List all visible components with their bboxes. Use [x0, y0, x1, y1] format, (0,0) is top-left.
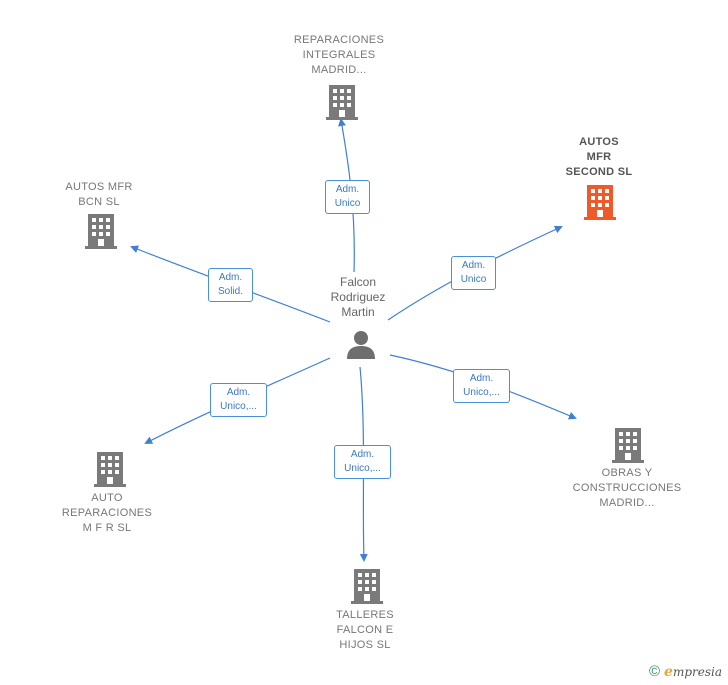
edge-label-autos-mfr-bcn[interactable]: Adm. Solid.: [208, 268, 253, 302]
person-icon[interactable]: [345, 329, 377, 359]
node-label-obras[interactable]: OBRAS Y CONSTRUCCIONES MADRID...: [572, 467, 682, 509]
building-icon-reparaciones[interactable]: [325, 84, 359, 120]
empresia-logo: empresia: [664, 663, 722, 680]
node-label-autos-mfr-second[interactable]: AUTOS MFR SECOND SL: [565, 136, 633, 178]
edge-label-reparaciones[interactable]: Adm. Unico: [325, 180, 370, 214]
building-icon-obras[interactable]: [611, 427, 645, 463]
empresia-watermark: © empresia: [649, 663, 722, 680]
building-icon-auto-reparaciones[interactable]: [93, 451, 127, 487]
edge-label-auto-reparaciones[interactable]: Adm. Unico,...: [210, 383, 267, 417]
edge-label-talleres[interactable]: Adm. Unico,...: [334, 445, 391, 479]
edge-label-autos-mfr-second[interactable]: Adm. Unico: [451, 256, 496, 290]
node-label-autos-mfr-bcn[interactable]: AUTOS MFR BCN SL: [65, 181, 133, 208]
building-icon-autos-mfr-second[interactable]: [583, 184, 617, 220]
building-icon-talleres[interactable]: [350, 568, 384, 604]
building-icon-autos-mfr-bcn[interactable]: [84, 213, 118, 249]
center-person-name[interactable]: Falcon Rodriguez Martin: [330, 275, 386, 319]
node-label-reparaciones[interactable]: REPARACIONES INTEGRALES MADRID...: [293, 34, 385, 76]
copyright-icon: ©: [648, 663, 661, 680]
node-label-auto-reparaciones[interactable]: AUTO REPARACIONES M F R SL: [61, 492, 153, 534]
node-label-talleres[interactable]: TALLERES FALCON E HIJOS SL: [336, 609, 394, 651]
edge-label-obras[interactable]: Adm. Unico,...: [453, 369, 510, 403]
